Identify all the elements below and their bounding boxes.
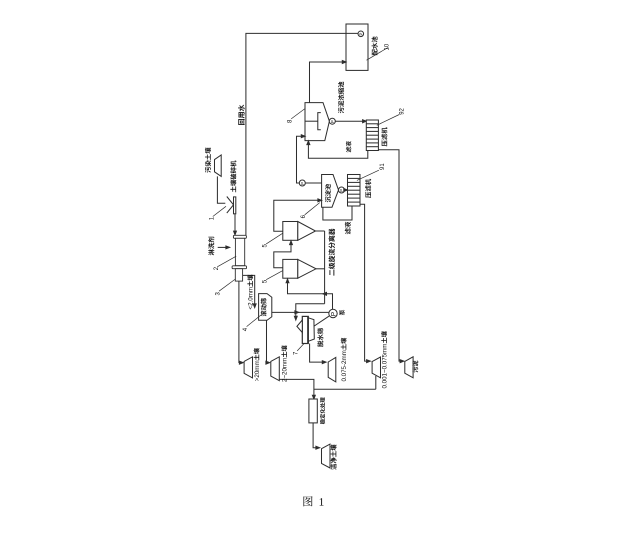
- svg-text:1: 1: [209, 216, 215, 220]
- svg-text:10: 10: [385, 43, 391, 50]
- svg-text:2~20mm: 2~20mm: [282, 358, 289, 382]
- svg-text:P: P: [330, 120, 335, 123]
- svg-text:92: 92: [400, 107, 406, 114]
- svg-text:0.075-2mm: 0.075-2mm: [341, 350, 348, 381]
- svg-text:2: 2: [214, 266, 220, 270]
- svg-text:3: 3: [216, 292, 222, 296]
- svg-text:P: P: [300, 182, 305, 185]
- svg-text:5: 5: [263, 244, 269, 248]
- svg-text:6: 6: [301, 214, 307, 218]
- svg-text:P: P: [339, 189, 344, 192]
- svg-text:>20mm: >20mm: [254, 360, 261, 381]
- svg-text:P: P: [358, 33, 363, 36]
- svg-text:<2.0mm: <2.0mm: [248, 287, 255, 310]
- svg-text:5: 5: [263, 279, 269, 283]
- svg-text:8: 8: [287, 119, 293, 123]
- svg-text:0.001~0.075mm: 0.001~0.075mm: [382, 344, 389, 389]
- svg-text:91: 91: [380, 163, 386, 170]
- svg-text:7: 7: [293, 351, 299, 355]
- svg-text:P: P: [330, 312, 337, 316]
- svg-text:4: 4: [243, 327, 249, 331]
